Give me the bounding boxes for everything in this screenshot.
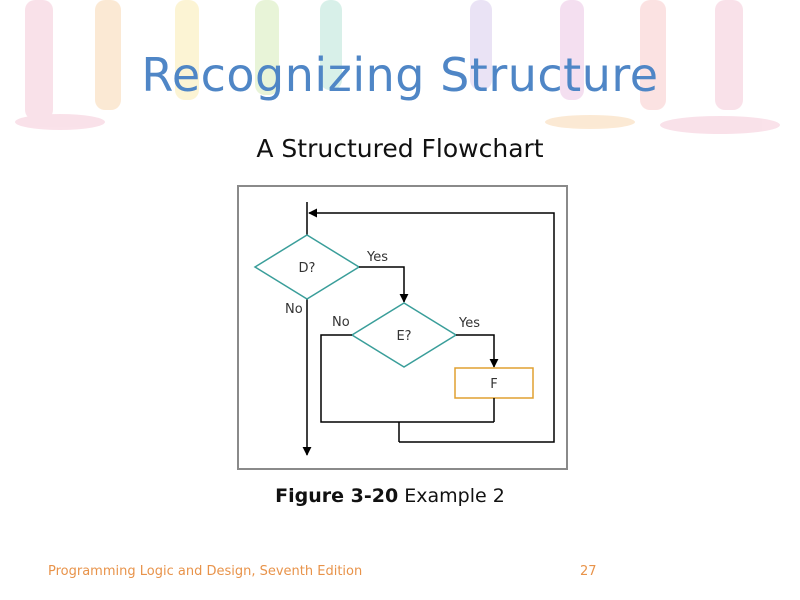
e-yes-line — [456, 334, 499, 368]
figure-caption-label: Figure 3-20 — [275, 485, 399, 507]
e-no-line — [320, 334, 494, 423]
process-f-label: F — [490, 377, 497, 392]
e-no-label: No — [332, 315, 350, 330]
figure-caption-text: Example 2 — [404, 485, 505, 507]
d-yes-label: Yes — [366, 250, 388, 265]
loop-back-line — [308, 208, 555, 443]
decision-d-label: D? — [299, 261, 316, 276]
footer-page-number: 27 — [580, 564, 597, 579]
slide-title: Recognizing Structure — [141, 48, 659, 102]
footer-book-title: Programming Logic and Design, Seventh Ed… — [48, 564, 363, 579]
figure-caption: Figure 3-20 Example 2 — [0, 485, 780, 507]
d-yes-line — [359, 266, 409, 303]
flowchart-figure: D? Yes No E? Yes No F — [237, 185, 568, 470]
decorative-background — [15, 0, 780, 134]
decision-e-shape — [350, 302, 458, 368]
decision-e-label: E? — [396, 329, 411, 344]
decision-d-shape — [253, 234, 361, 300]
d-no-label: No — [285, 302, 303, 317]
flowchart-diagram: D? Yes No E? Yes No F — [253, 202, 555, 456]
process-f-box — [454, 367, 534, 399]
e-yes-label: Yes — [458, 316, 480, 331]
slide-subtitle: A Structured Flowchart — [256, 134, 544, 163]
